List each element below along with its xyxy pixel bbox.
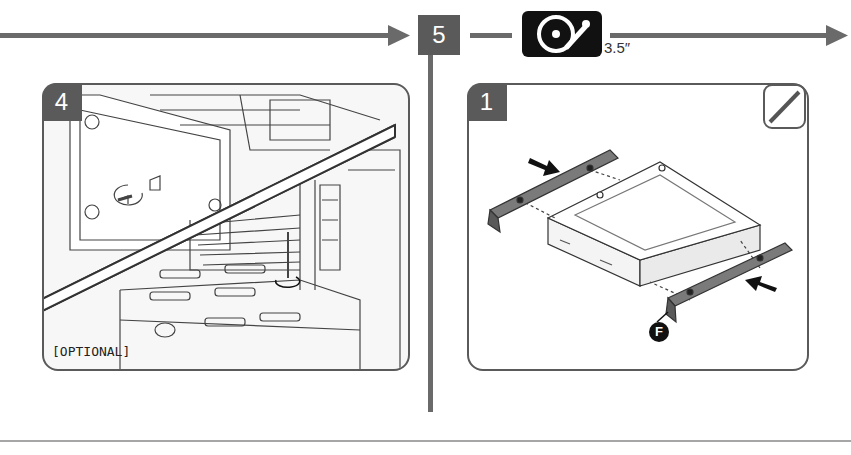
size-label: 3.5″	[604, 39, 630, 56]
tool-icon	[764, 85, 805, 128]
step-separator	[428, 52, 433, 412]
step-number-text: 5	[432, 21, 445, 48]
step-panel: 1F	[467, 83, 809, 371]
step-number: 5	[418, 15, 460, 55]
page-rule	[0, 440, 851, 442]
panel-number: 1	[467, 83, 507, 121]
hdd-rail-assembly	[488, 150, 792, 322]
step-panel: 4 [OPTIONAL]	[42, 83, 410, 371]
panel-number: 4	[42, 83, 82, 121]
panel-note: [OPTIONAL]	[52, 344, 130, 359]
case-interior	[43, 84, 409, 369]
callout-letter: F	[649, 322, 669, 342]
callout-text: F	[655, 324, 663, 339]
hdd-icon	[522, 11, 602, 57]
